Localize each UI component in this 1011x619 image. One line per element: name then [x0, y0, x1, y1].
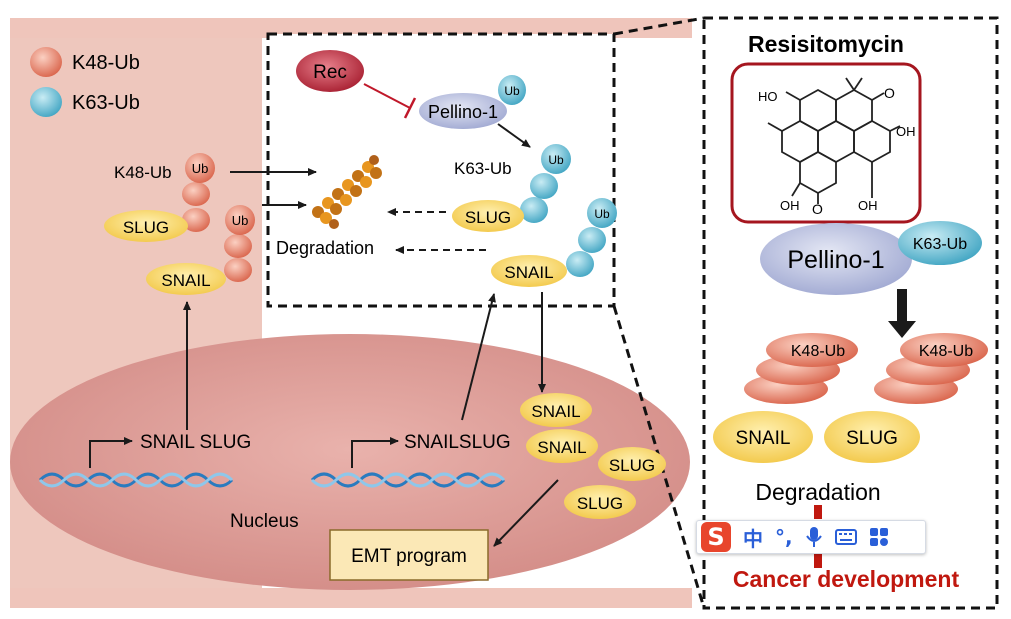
- box-ub: Ub: [594, 207, 610, 221]
- nucleus: [10, 334, 690, 590]
- right-panel-o: O: [884, 85, 895, 101]
- keyboard-icon[interactable]: [834, 528, 857, 546]
- gene-label-left: SNAIL SLUG: [140, 432, 251, 453]
- k63-ub-panel: [898, 221, 982, 265]
- legend-k48-label: K48-Ub: [72, 52, 140, 74]
- right-panel-k48: K48-Ub: [791, 343, 845, 360]
- ub-icon: [587, 198, 617, 228]
- resistomycin-structure-icon: [767, 77, 901, 204]
- k48-chain-panel-right: [900, 333, 988, 367]
- ub-icon: [225, 205, 255, 235]
- ime-toolbar[interactable]: S 中 °,: [696, 520, 926, 554]
- degradation-label: Degradation: [276, 238, 374, 258]
- box-snail: SNAIL: [161, 271, 210, 290]
- box-slug: SLUG: [123, 218, 169, 237]
- down-arrow-icon: [888, 321, 916, 338]
- right-panel-snail: SNAIL: [736, 428, 791, 449]
- ime-punctuation-button[interactable]: °,: [775, 525, 793, 549]
- nucleus-emt: EMT program: [351, 546, 467, 567]
- box-rec: Rec: [313, 62, 347, 83]
- box-ub: Ub: [192, 161, 209, 176]
- snail-nuclear-2: [526, 429, 598, 463]
- box-pellino: Pellino-1: [428, 102, 498, 122]
- k48-chain-panel-left: [766, 333, 858, 367]
- slug-protein-box: [452, 200, 524, 232]
- dna-right-icon: [310, 472, 506, 488]
- rec-protein: [296, 50, 364, 92]
- mic-icon[interactable]: [805, 526, 823, 548]
- k48-legend-icon: [30, 47, 62, 77]
- right-panel-k63: K63-Ub: [913, 236, 967, 253]
- right-panel-k48: K48-Ub: [919, 343, 973, 360]
- legend-k63-label: K63-Ub: [72, 92, 140, 114]
- right-panel-slug: SLUG: [846, 428, 898, 449]
- ime-chinese-mode-button[interactable]: 中: [743, 526, 763, 551]
- nucleus-snail: SNAIL: [531, 402, 580, 421]
- ime-logo-icon[interactable]: S: [701, 522, 731, 552]
- compound-title: Resisitomycin: [748, 31, 904, 57]
- box-ub: Ub: [504, 84, 520, 98]
- pellino-protein-box: [419, 93, 507, 129]
- pellino-protein-panel: [760, 223, 912, 295]
- apps-icon[interactable]: [869, 527, 889, 547]
- right-panel-oh: OH: [896, 124, 916, 139]
- k63-chain-label: K63-Ub: [454, 159, 512, 178]
- snail-protein-panel: [713, 411, 813, 463]
- ub-icon: [498, 75, 526, 105]
- ub-icon: [541, 144, 571, 174]
- box-snail: SNAIL: [504, 263, 553, 282]
- slug-protein-panel: [824, 411, 920, 463]
- right-panel-o: O: [812, 201, 823, 217]
- emt-program-box: [329, 529, 489, 581]
- box-ub: Ub: [548, 153, 564, 167]
- slug-nuclear-2: [564, 485, 636, 519]
- slug-nuclear-1: [598, 447, 666, 481]
- k63-legend-icon: [30, 87, 62, 117]
- right-panel-oh: OH: [780, 198, 800, 213]
- ub-icon: [185, 153, 215, 183]
- degradation-panel-label: Degradation: [755, 479, 880, 505]
- nucleus-label: Nucleus: [230, 511, 299, 532]
- right-panel-pellino: Pellino-1: [787, 246, 884, 274]
- right-panel-ho: HO: [758, 89, 778, 104]
- nucleus-snail: SNAIL: [537, 438, 586, 457]
- k48-chain-label: K48-Ub: [114, 163, 172, 182]
- cancer-development-label: Cancer development: [733, 566, 960, 592]
- snail-protein-left: [146, 263, 226, 295]
- box-ub: Ub: [232, 213, 249, 228]
- box-slug: SLUG: [465, 208, 511, 227]
- dna-left-icon: [38, 472, 234, 488]
- nucleus-slug: SLUG: [577, 494, 623, 513]
- nucleus-slug: SLUG: [609, 456, 655, 475]
- snail-nuclear-1: [520, 393, 592, 427]
- right-panel-oh: OH: [858, 198, 878, 213]
- gene-label-right: SNAILSLUG: [404, 432, 511, 453]
- snail-protein-box: [491, 255, 567, 287]
- structure-frame: [730, 62, 922, 224]
- slug-protein-left: [104, 210, 188, 242]
- proteasome-icon: [312, 155, 382, 229]
